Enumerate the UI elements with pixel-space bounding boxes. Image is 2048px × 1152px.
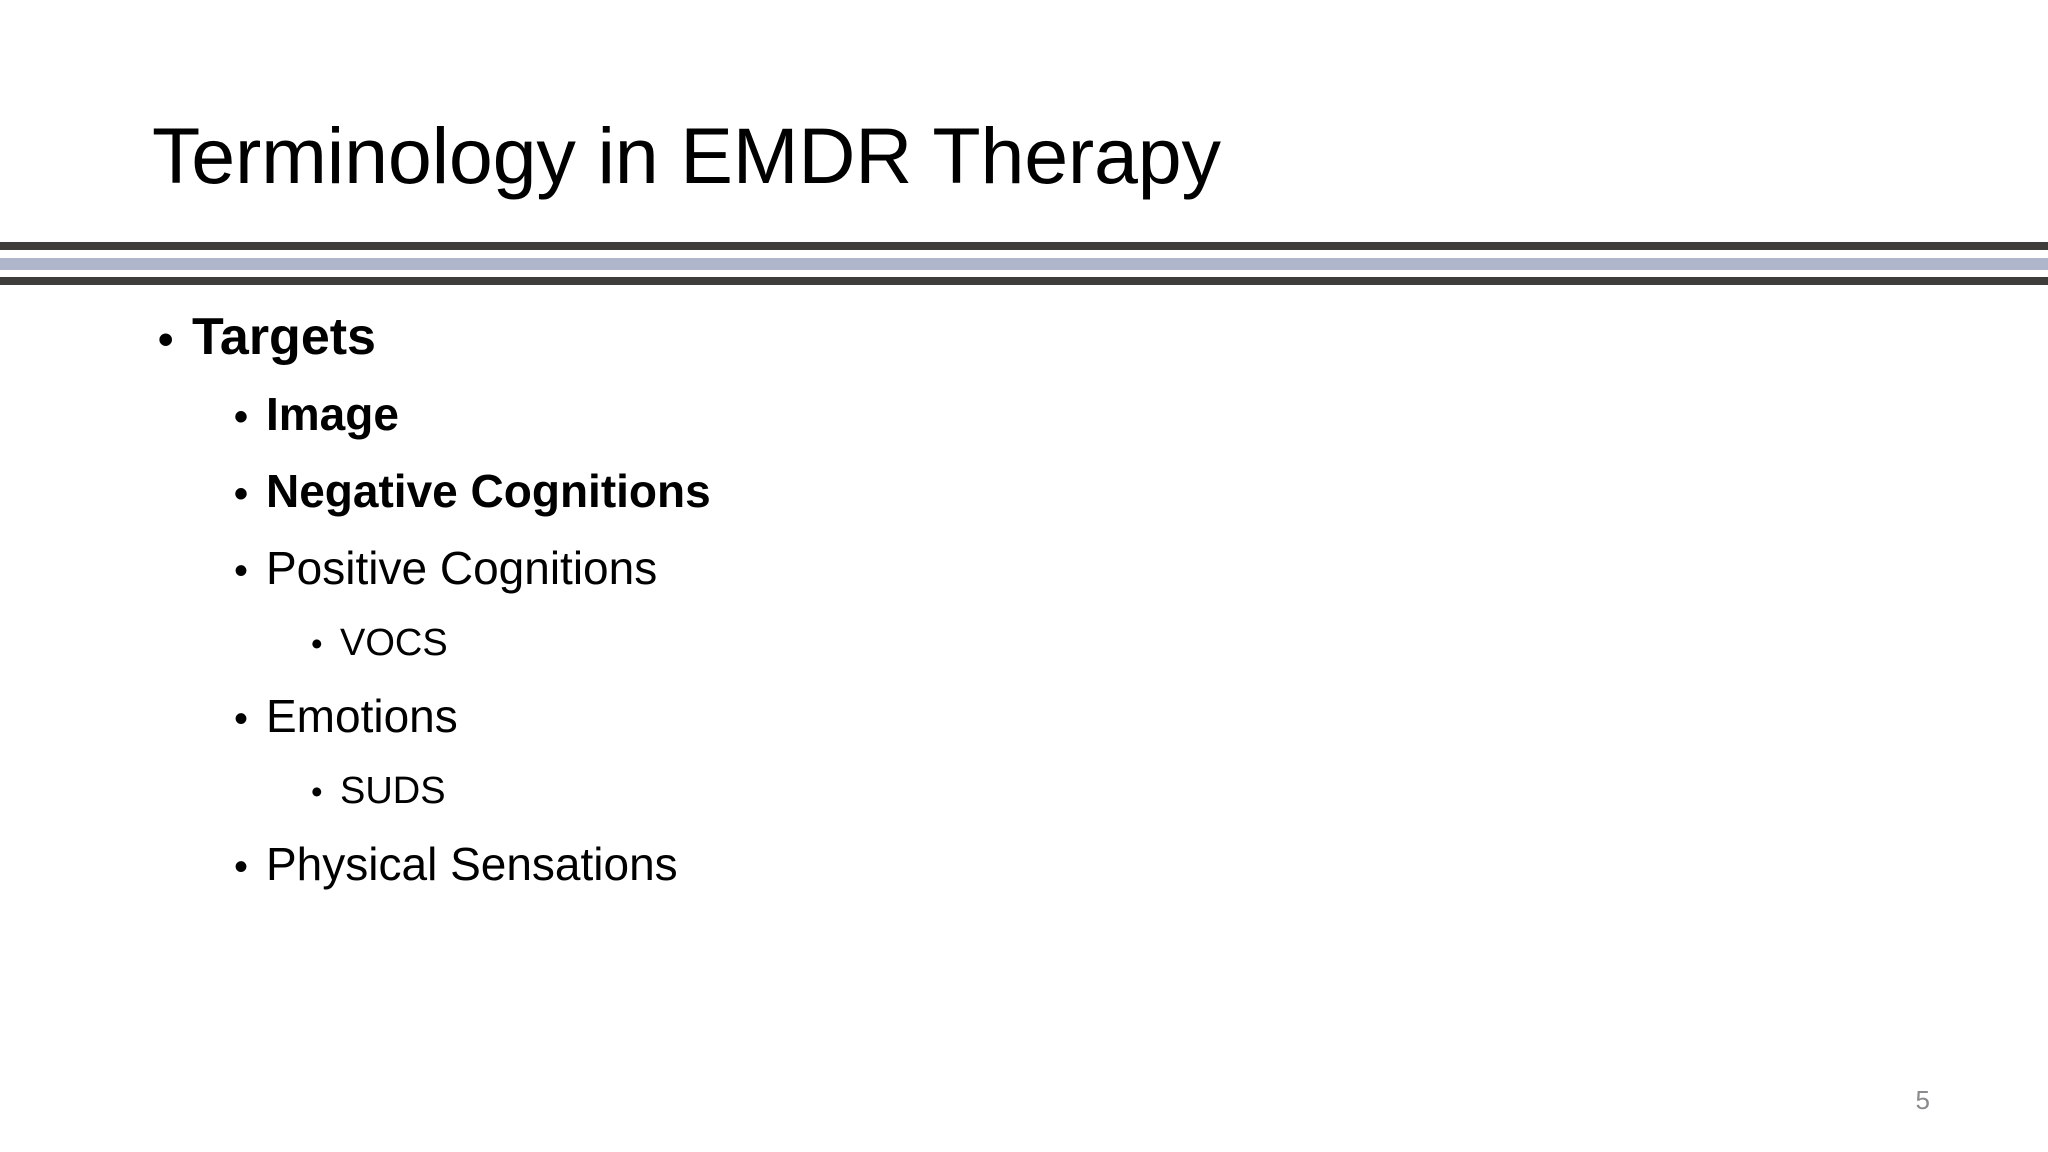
- bullet-point-icon: •: [311, 773, 323, 810]
- bullet-point-icon: •: [234, 472, 249, 516]
- slide-title-block: Terminology in EMDR Therapy: [152, 96, 1912, 216]
- bullet-item-label: VOCS: [340, 622, 448, 664]
- bullet-item-level-2: • Emotions: [0, 679, 2048, 756]
- bullet-item-level-2: • Positive Cognitions: [0, 531, 2048, 608]
- bullet-point-icon: •: [158, 315, 174, 364]
- bullet-item-level-3: • VOCS: [0, 608, 2048, 679]
- bullet-item-label: Targets: [192, 308, 376, 366]
- bullet-item-level-3: • SUDS: [0, 756, 2048, 827]
- bullet-item-level-2: • Image: [0, 377, 2048, 454]
- bullet-item-label: Emotions: [266, 690, 458, 742]
- bullet-point-icon: •: [234, 845, 249, 889]
- divider-rule-top: [0, 242, 2048, 250]
- bullet-point-icon: •: [311, 625, 323, 662]
- body-bullet-list: • Targets • Image • Negative Cognitions • Posit…: [0, 300, 2048, 904]
- slide-number: 5: [1915, 1085, 1930, 1115]
- bullet-point-icon: •: [234, 395, 249, 439]
- divider-rule-bottom: [0, 277, 2048, 285]
- bullet-item-label: Physical Sensations: [266, 838, 678, 890]
- page-title: Terminology in EMDR Therapy: [152, 110, 1221, 200]
- title-divider: [0, 240, 2048, 286]
- divider-rule-middle: [0, 258, 2048, 270]
- bullet-point-icon: •: [234, 549, 249, 593]
- bullet-item-label: Negative Cognitions: [266, 465, 711, 517]
- bullet-item-level-2: • Physical Sensations: [0, 827, 2048, 904]
- bullet-item-level-1: • Targets: [0, 300, 2048, 377]
- bullet-point-icon: •: [234, 697, 249, 741]
- bullet-item-level-2: • Negative Cognitions: [0, 454, 2048, 531]
- bullet-item-label: SUDS: [340, 770, 446, 812]
- bullet-item-label: Image: [266, 388, 399, 440]
- bullet-item-label: Positive Cognitions: [266, 542, 658, 594]
